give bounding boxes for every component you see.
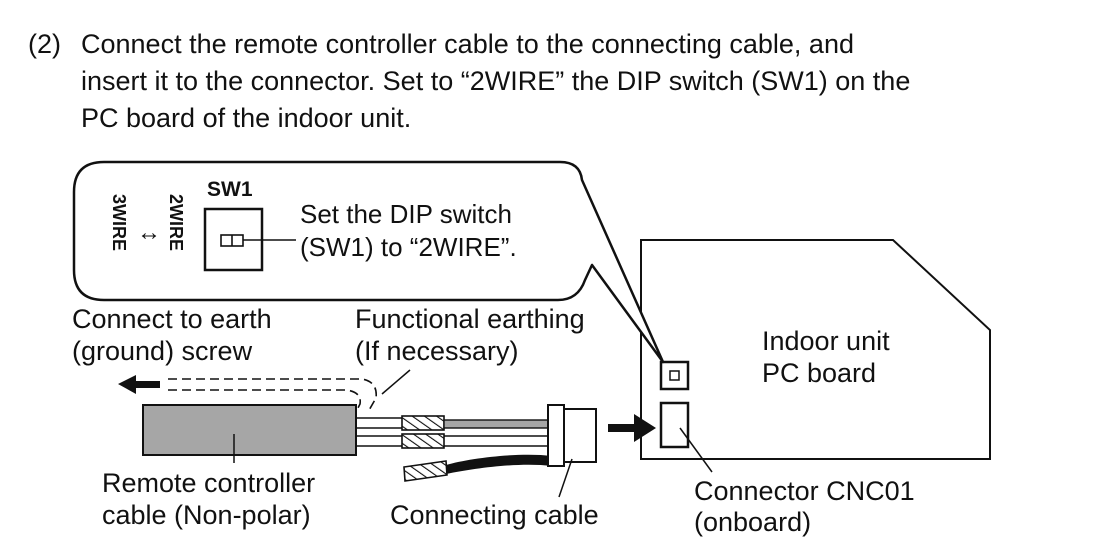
wire-lower bbox=[356, 435, 404, 447]
wire-insulation-upper bbox=[401, 415, 445, 431]
wire-insulation-lower bbox=[401, 433, 445, 449]
wire-insulation-black-end bbox=[403, 460, 448, 482]
earth-arrow-icon bbox=[118, 375, 160, 394]
step-number: (2) bbox=[28, 29, 61, 59]
functional-label-1: Functional earthing bbox=[355, 304, 585, 334]
connecting-wire-grey bbox=[443, 419, 551, 429]
insert-arrow-icon bbox=[608, 414, 656, 442]
dip-note-line-2: (SW1) to “2WIRE”. bbox=[300, 232, 517, 262]
sw1-onboard-knob bbox=[669, 370, 680, 381]
mode-2wire-label: 2WIRE bbox=[166, 194, 186, 251]
instruction-line-1: Connect the remote controller cable to t… bbox=[81, 29, 854, 59]
remote-controller-cable bbox=[142, 404, 357, 456]
functional-leader bbox=[381, 369, 411, 395]
pc-board-label-1: Indoor unit bbox=[762, 326, 890, 356]
earth-wire-dashed bbox=[168, 378, 378, 413]
pc-board-label-2: PC board bbox=[762, 358, 876, 388]
functional-label-2: (If necessary) bbox=[355, 336, 519, 366]
connector-label-1: Connector CNC01 bbox=[694, 476, 915, 506]
remote-label-1: Remote controller bbox=[102, 468, 315, 498]
earth-label-1: Connect to earth bbox=[72, 304, 272, 334]
earth-label-2: (ground) screw bbox=[72, 336, 253, 366]
mode-3wire-label: 3WIRE bbox=[109, 194, 129, 251]
connecting-wire-black bbox=[446, 454, 552, 474]
connecting-cable-label: Connecting cable bbox=[390, 500, 599, 530]
instruction-line-3: PC board of the indoor unit. bbox=[81, 103, 412, 133]
connecting-wire-white bbox=[444, 435, 550, 447]
connecting-cable-leader bbox=[558, 458, 573, 498]
connector-cnc01 bbox=[659, 401, 690, 449]
wire-upper bbox=[356, 417, 404, 429]
dip-note-line-1: Set the DIP switch bbox=[300, 199, 512, 229]
sw1-label: SW1 bbox=[207, 178, 253, 201]
mode-arrow-icon: ↔ bbox=[137, 219, 161, 246]
remote-label-2: cable (Non-polar) bbox=[102, 500, 311, 530]
connector-leader bbox=[679, 427, 713, 473]
connector-label-2: (onboard) bbox=[694, 507, 811, 537]
plug-lip bbox=[547, 404, 565, 467]
instruction-line-2: insert it to the connector. Set to “2WIR… bbox=[81, 66, 911, 96]
